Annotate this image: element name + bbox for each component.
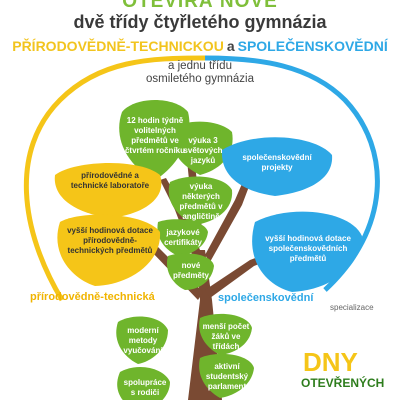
track-social: SPOLEČENSKOVĚDNÍ (237, 38, 388, 54)
open-days-title: DNY (303, 347, 358, 377)
leaf-text-social-hours: vyšší hodinová dotace společenskovědních… (265, 234, 351, 263)
leaf-y2 (57, 214, 161, 286)
leaf-text-certificates: jazykové certifikáty (164, 228, 202, 247)
subheadline-line2: osmiletého gymnázia (145, 73, 255, 85)
track-connector: a (226, 38, 235, 54)
yellow-arc (23, 55, 206, 302)
label-science-specialization: přírodovědně-technická (30, 291, 155, 303)
leaf-text-smaller-classes: menší počet žáků ve třídách (202, 322, 250, 351)
leaf-text-social-projects: společenskovědní projekty (242, 153, 312, 172)
leaf-text-electives: 12 hodin týdně volitelných předmětů ve č… (124, 116, 186, 155)
leaf-g6 (116, 316, 168, 364)
label-social-specialization: společenskovědní (218, 292, 314, 304)
leaf-g9 (117, 367, 170, 400)
label-specialization: specializace (330, 303, 374, 312)
headline-open: OTEVÍRÁ NOVĚ (122, 0, 278, 12)
leaf-text-languages: výuka 3 světových jazyků (183, 136, 223, 165)
headline-classes: dvě třídy čtyřletého gymnázia (73, 12, 327, 32)
blue-arc (204, 55, 380, 292)
open-days-subtitle: OTEVŘENÝCH (301, 376, 385, 390)
leaf-g5 (166, 253, 214, 290)
subheadline: a jednu třídu osmiletého gymnázia (0, 60, 400, 86)
leaf-text-parliament: aktivní studentský parlament (205, 362, 249, 391)
track-science: PŘÍRODOVĚDNĚ-TECHNICKOU (12, 38, 224, 54)
leaf-text-modern-methods: moderní metody vyučování (123, 326, 163, 355)
leaf-g1 (119, 100, 190, 180)
leaf-text-science-hours: vyšší hodinová dotace přírodovědně-techn… (67, 226, 153, 255)
leaf-g7 (199, 313, 252, 355)
subheadline-line1: a jednu třídu (168, 60, 232, 72)
leaf-g3 (168, 176, 233, 225)
leaf-text-new-subjects: nové předměty (172, 261, 209, 280)
leaf-g2 (171, 121, 233, 175)
leaf-text-labs: přírodovědné a technické laboratoře (70, 171, 150, 190)
leaf-y1 (54, 162, 162, 218)
leaf-g4 (157, 219, 208, 256)
leaf-text-parents: spolupráce s rodiči (123, 378, 167, 397)
leaf-text-english: výuka některých předmětů v angličtině (179, 182, 223, 221)
leaf-g8 (199, 353, 254, 398)
leaf-b1 (221, 137, 333, 196)
leaf-b2 (252, 211, 362, 292)
